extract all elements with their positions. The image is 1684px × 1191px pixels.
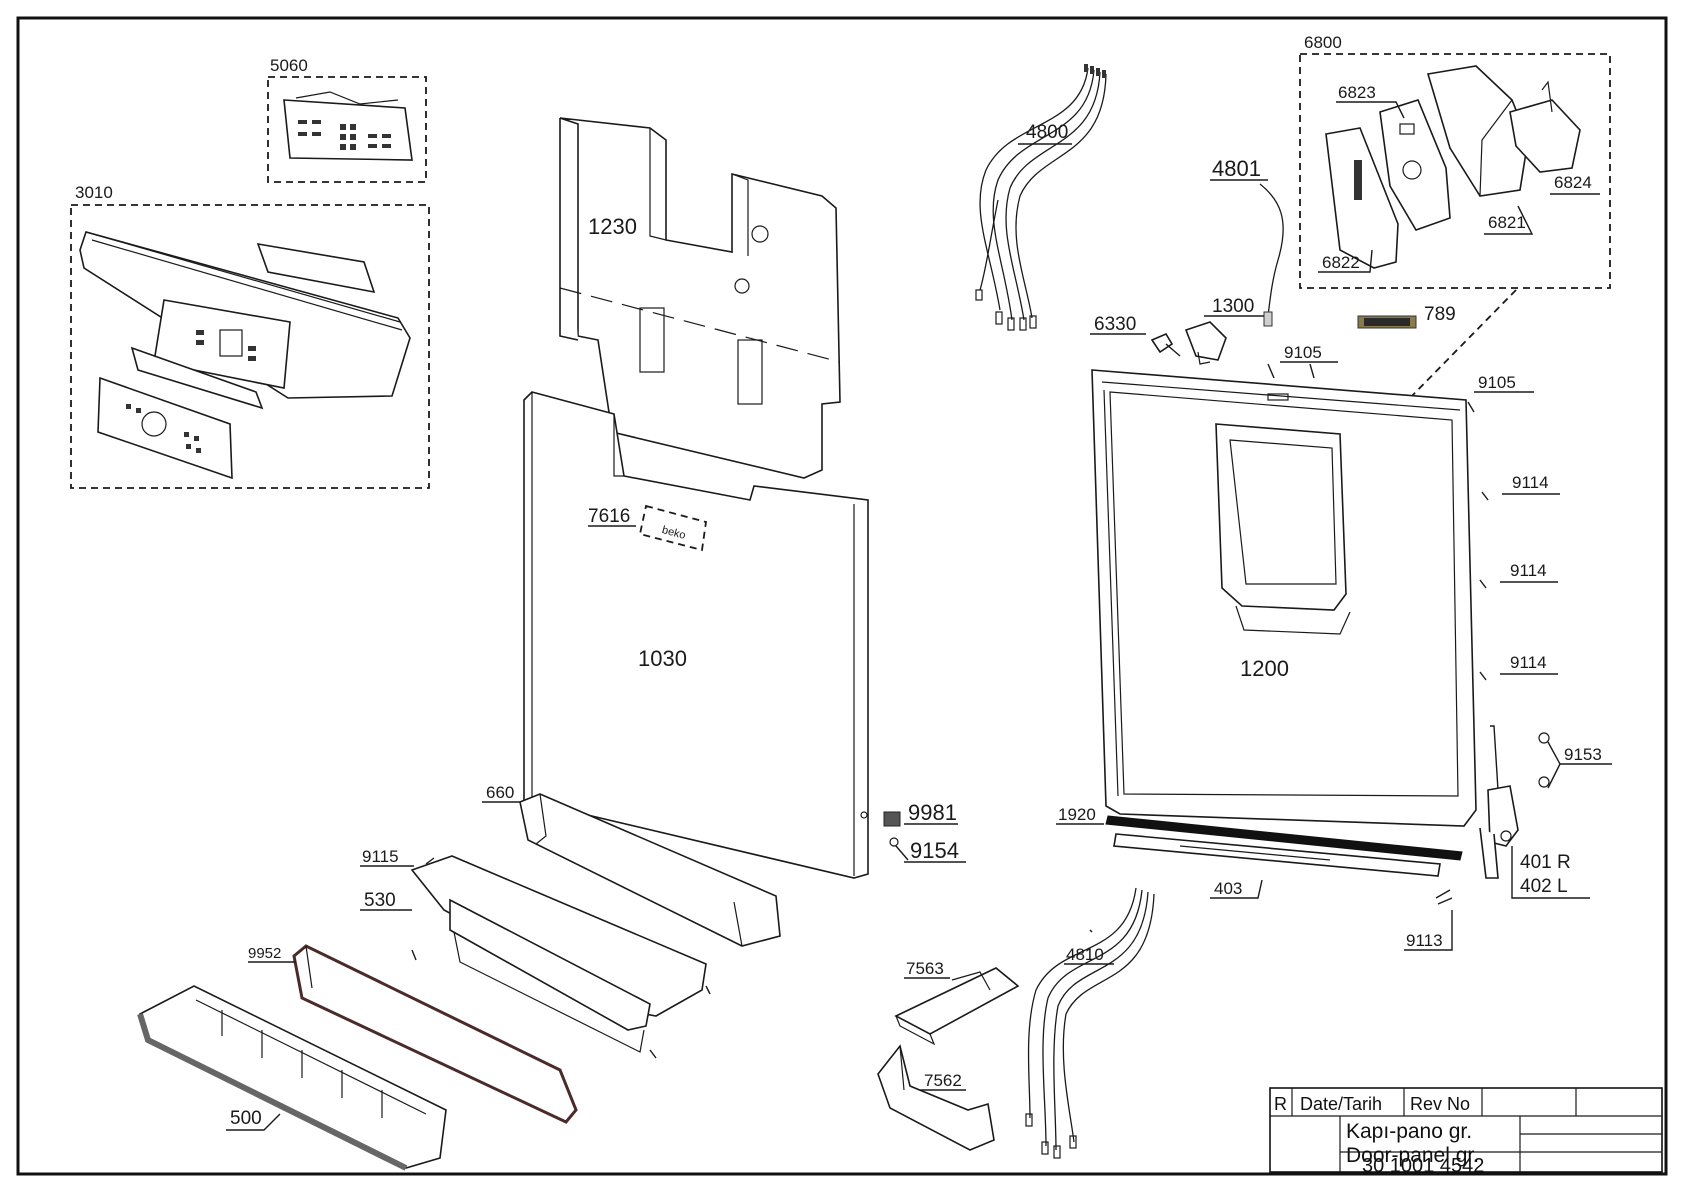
callout-3010: 3010 [75, 183, 113, 202]
screw-9114-c [1479, 671, 1487, 681]
callout-9113: 9113 [1406, 931, 1443, 950]
title-block-rev-marker: R [1274, 1094, 1287, 1114]
part-6824-actuator [1509, 80, 1581, 173]
part-9154-screw [889, 837, 909, 861]
callout-6824: 6824 [1554, 173, 1592, 192]
part-4800-wiring-harness [975, 64, 1107, 331]
callout-6822: 6822 [1322, 253, 1360, 272]
part-7616-logo-badge: beko [638, 504, 708, 552]
callout-labels: 5060 3010 1230 1030 7616 660 9115 530 99… [75, 33, 1602, 1129]
part-6330-switch [1150, 332, 1181, 357]
callout-9952: 9952 [248, 945, 281, 962]
screws-small [411, 857, 711, 1059]
screw-9105-c [1467, 401, 1475, 413]
part-660-handle-bar [519, 793, 781, 947]
title-block-drawing-number: 30 1001 4542 [1362, 1155, 1484, 1177]
screw-9105-a [1267, 363, 1275, 379]
part-6822-housing [1325, 127, 1399, 269]
group-box-6800 [1299, 53, 1611, 289]
callout-500: 500 [230, 1108, 262, 1129]
callout-4800: 4800 [1026, 122, 1068, 143]
screws-9153 [1538, 732, 1550, 788]
callout-6800: 6800 [1304, 33, 1342, 52]
sheet-border [16, 16, 1668, 1176]
part-9981-clip [883, 811, 901, 827]
part-1200-inner-door [1091, 369, 1477, 827]
part-403-bottom-strip [1113, 833, 1441, 877]
screw-9113 [1435, 889, 1453, 905]
callout-6821: 6821 [1488, 213, 1526, 232]
callout-9153: 9153 [1564, 745, 1602, 764]
callout-1920: 1920 [1058, 805, 1096, 824]
callout-9154: 9154 [910, 838, 959, 863]
callout-6823: 6823 [1338, 83, 1376, 102]
group-box-5060 [267, 76, 427, 183]
part-4810-wiring-harness [1025, 887, 1155, 1159]
callout-1300: 1300 [1212, 296, 1254, 317]
screw-9114-a [1481, 491, 1489, 501]
callout-9114-a: 9114 [1512, 473, 1549, 492]
callout-660: 660 [486, 783, 514, 802]
title-block-rev-label: Rev No [1410, 1094, 1470, 1114]
callout-7562: 7562 [924, 1071, 962, 1090]
callout-1230: 1230 [588, 214, 637, 239]
part-7563-tray [894, 967, 1020, 1046]
part-6821-dispenser-module [1426, 65, 1529, 197]
callout-1200: 1200 [1240, 656, 1289, 681]
part-1230-insulation [559, 117, 841, 479]
callout-1030: 1030 [638, 646, 687, 671]
part-401-402-hinge [1479, 725, 1519, 879]
callout-401r: 401 R [1520, 852, 1571, 873]
part-4801-cable [1259, 183, 1284, 327]
callout-9114-c: 9114 [1510, 653, 1547, 672]
title-block-date-label: Date/Tarih [1300, 1094, 1382, 1114]
screw-9114-b [1479, 579, 1487, 589]
callout-402l: 402 L [1520, 876, 1568, 897]
title-block: R Date/Tarih Rev No Kapı-pano gr. Door-p… [1269, 1087, 1663, 1177]
part-3010-control-panel [79, 231, 411, 480]
part-1030-door-panel [523, 391, 869, 879]
part-9952-front-strip [292, 944, 578, 1124]
title-block-title-tr: Kapı-pano gr. [1346, 1120, 1472, 1143]
callout-9981: 9981 [908, 800, 957, 825]
part-6823-dispenser-body [1379, 99, 1451, 231]
callout-9114-b: 9114 [1510, 561, 1547, 580]
logo-text: beko [661, 524, 687, 542]
callout-7563: 7563 [906, 959, 944, 978]
connector-line-6800 [1297, 289, 1517, 513]
leader-lines [226, 101, 1612, 1131]
callout-403: 403 [1214, 879, 1242, 898]
callout-9105-a: 9105 [1284, 343, 1322, 362]
callout-5060: 5060 [270, 56, 308, 75]
group-box-3010 [70, 204, 430, 489]
callout-6330: 6330 [1094, 314, 1136, 335]
callout-4810: 4810 [1066, 945, 1104, 964]
part-5060-control-board [283, 91, 413, 161]
title-block-title-en: Door-panel gr. [1346, 1144, 1479, 1167]
callout-7616: 7616 [588, 506, 630, 527]
part-530-bracket [410, 855, 707, 1053]
part-7562-holder [877, 1044, 995, 1151]
part-500-kickplate [137, 985, 447, 1171]
part-1300-door-lock [1184, 321, 1227, 365]
callout-9105-b: 9105 [1478, 373, 1516, 392]
callout-530: 530 [364, 890, 396, 911]
callout-9115: 9115 [362, 847, 399, 866]
part-789-strip [1357, 315, 1417, 329]
callout-789: 789 [1424, 304, 1456, 325]
screw-9105-b [1309, 363, 1315, 379]
part-1920-seal [1105, 815, 1463, 861]
callout-4801: 4801 [1212, 156, 1261, 181]
